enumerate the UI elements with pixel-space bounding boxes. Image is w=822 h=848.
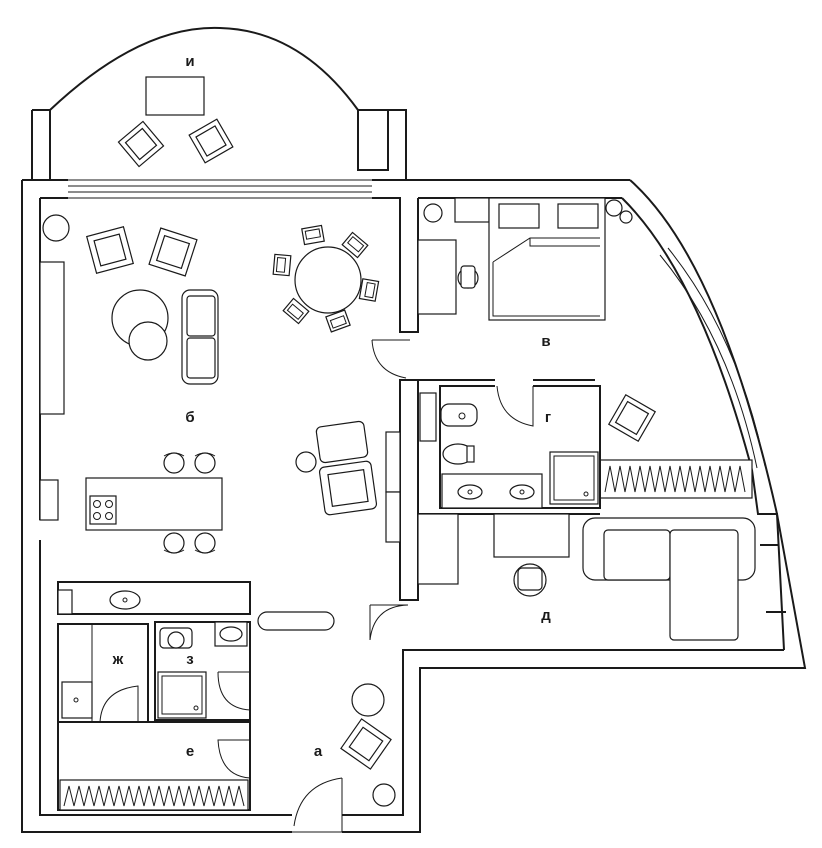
room-label-b: б [185, 409, 194, 426]
shower-tray [549, 451, 599, 505]
study [369, 513, 756, 641]
hall-armchair [340, 718, 392, 770]
sofa [181, 289, 219, 385]
bidet [440, 403, 478, 427]
bath-shelf [419, 392, 437, 442]
living-shelf-a [385, 431, 401, 493]
hall-washbasin [109, 590, 141, 610]
nightstand-left [454, 197, 490, 223]
double-vanity [441, 473, 543, 509]
balcony-table [145, 76, 205, 116]
balcony-armchair-right [188, 118, 234, 164]
wardrobe-bedroom [599, 459, 753, 499]
bar-stools [163, 452, 216, 554]
hall-plant [351, 683, 385, 717]
study-chair [513, 563, 547, 597]
coffee-table [128, 321, 168, 361]
room-label-e: е [186, 743, 194, 760]
bathroom [385, 379, 601, 601]
hall-stool [372, 783, 396, 807]
bed [488, 197, 606, 321]
side-table [295, 451, 317, 473]
tv-unit [39, 261, 65, 415]
bedside-plant [605, 199, 623, 217]
hall-niche [57, 589, 73, 615]
toilet [442, 443, 475, 465]
cooktop [89, 495, 117, 525]
lounge-chair-bottom [318, 460, 378, 516]
living-room [39, 214, 410, 554]
study-desk [493, 513, 570, 558]
lounge-chair-top [315, 420, 369, 464]
dining-table [294, 246, 362, 314]
room-label-a: а [314, 743, 323, 760]
study-cabinet [417, 513, 459, 585]
wardrobe-hall [59, 779, 249, 811]
room-label-zh: ж [112, 651, 124, 668]
balcony [31, 26, 407, 180]
wc-basin [214, 621, 248, 647]
room-label-z: з [186, 651, 193, 668]
bedroom-plant [423, 203, 443, 223]
outer-walls [21, 179, 807, 833]
room-labels: и б в г д ж з е а [112, 53, 552, 760]
desk-chair [457, 265, 479, 289]
room-label-g: г [545, 409, 551, 426]
wc-shower [157, 671, 207, 719]
room-label-i: и [185, 53, 194, 70]
balcony-armchair-left [117, 120, 165, 168]
living-shelf-b [385, 491, 401, 543]
washing-machine [61, 681, 93, 719]
plant-pot [42, 214, 70, 242]
armchair-right [148, 227, 198, 277]
bench [257, 611, 335, 631]
wall-niche [39, 479, 59, 521]
wc-toilet [159, 627, 193, 649]
bedroom [417, 197, 753, 499]
room-label-v: в [541, 333, 550, 350]
bedside-lamp [619, 210, 633, 224]
room-label-d: д [541, 607, 551, 624]
corner-sofa [582, 517, 756, 641]
hall-zone [57, 581, 396, 833]
dining-chairs [272, 224, 380, 333]
desk [417, 239, 457, 315]
bedroom-armchair [607, 393, 657, 443]
armchair-left [85, 225, 135, 275]
